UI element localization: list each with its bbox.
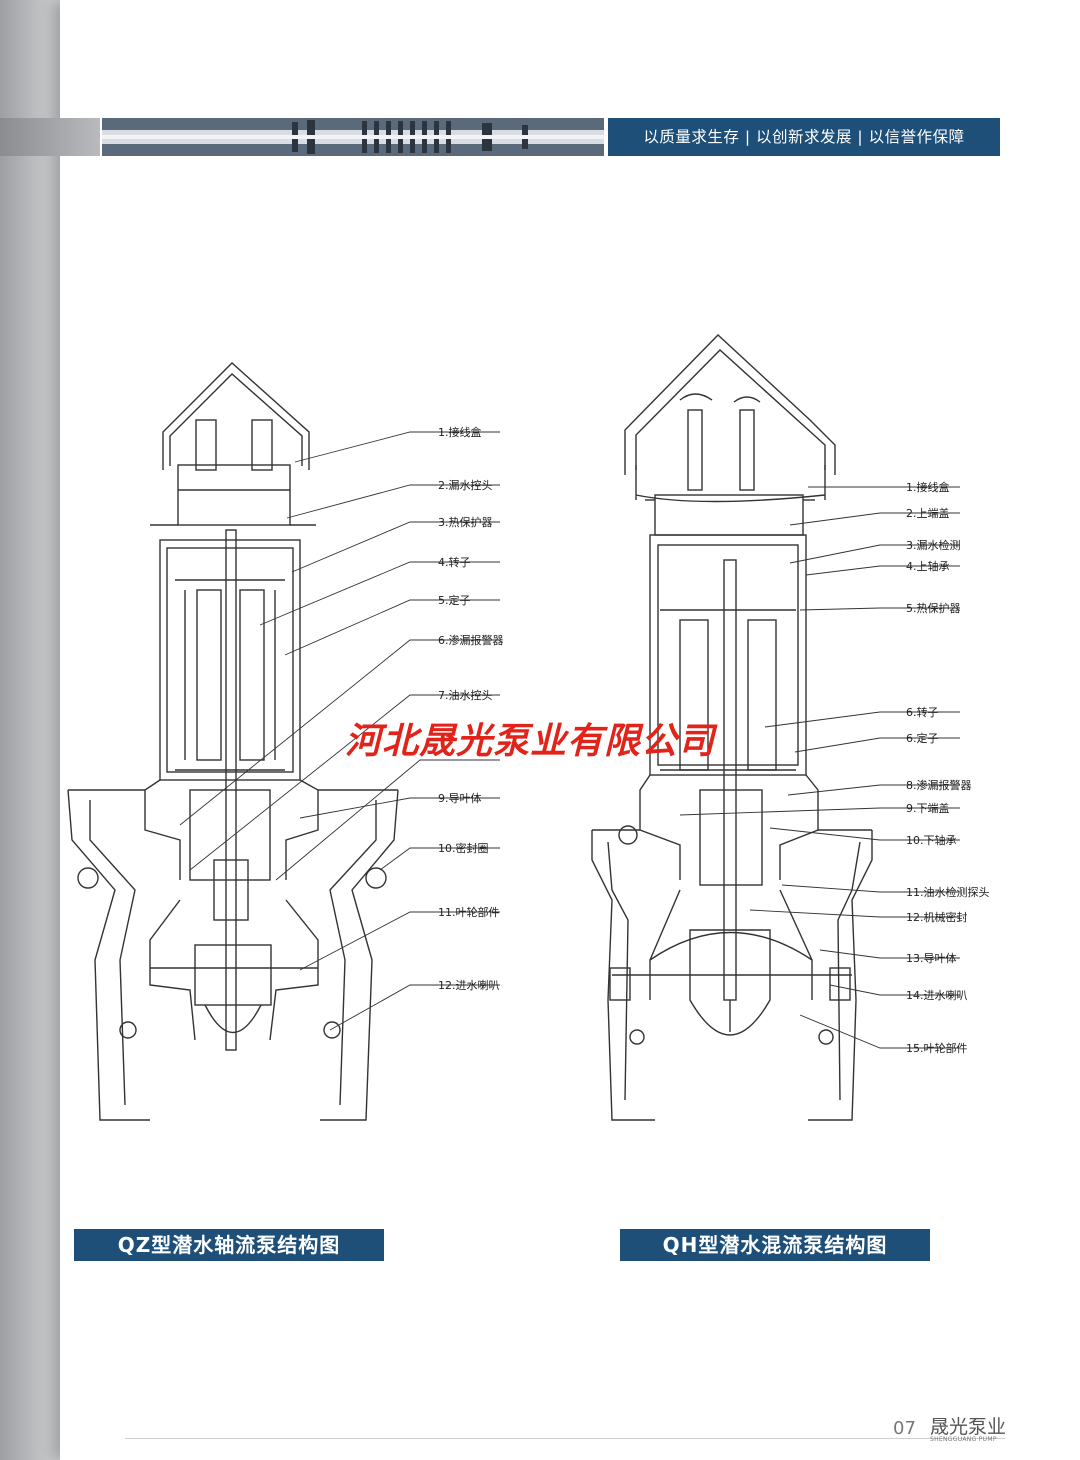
qh-label-13: 13.导叶体 (906, 952, 957, 965)
qz-label-10: 10.密封圈 (438, 842, 489, 855)
qz-label-6: 6.渗漏报警器 (438, 634, 504, 647)
qh-label-5: 5.热保护器 (906, 602, 961, 615)
qh-label-10: 10.下轴承 (906, 834, 957, 847)
page-sheet (60, 0, 1080, 1460)
qh-diagram-title: QH型潜水混流泵结构图 (620, 1229, 930, 1261)
page-number: 07 (893, 1418, 916, 1439)
company-slogan: 以质量求生存 | 以创新求发展 | 以信誉作保障 (608, 118, 1000, 156)
qh-label-14: 14.进水喇叭 (906, 989, 968, 1002)
footer-brand-pinyin: SHENGGUANG PUMP (930, 1436, 997, 1443)
qh-label-12: 12.机械密封 (906, 911, 968, 924)
qz-label-9: 9.导叶体 (438, 792, 482, 805)
footer-divider (125, 1438, 1005, 1439)
qz-leader-lines (179, 431, 500, 1031)
qz-label-4: 4.转子 (438, 556, 471, 569)
qz-label-7: 7.油水控头 (438, 689, 493, 702)
qz-label-12: 12.进水喇叭 (438, 979, 500, 992)
qh-label-6-rotor: 6.转子 (906, 706, 939, 719)
qz-label-2: 2.漏水控头 (438, 479, 493, 492)
qh-label-11: 11.油水检测探头 (906, 886, 990, 899)
qh-label-15: 15.叶轮部件 (906, 1042, 968, 1055)
qh-mixed-pump-drawing (591, 334, 873, 1121)
qh-label-2: 2.上端盖 (906, 507, 950, 520)
qh-label-4: 4.上轴承 (906, 560, 950, 573)
qz-label-5: 5.定子 (438, 594, 471, 607)
qz-diagram-title: QZ型潜水轴流泵结构图 (74, 1229, 384, 1261)
qh-label-1: 1.接线盒 (906, 481, 950, 494)
qz-axial-pump-drawing (67, 362, 399, 1121)
qz-label-1: 1.接线盒 (438, 426, 482, 439)
qz-label-11: 11.叶轮部件 (438, 906, 500, 919)
qz-label-3: 3.热保护器 (438, 516, 493, 529)
banner-bearing-photo (102, 118, 604, 156)
banner-left-bar (0, 118, 100, 156)
company-watermark: 河北晟光泵业有限公司 (345, 721, 716, 762)
qh-label-9: 9.下端盖 (906, 802, 950, 815)
qh-leader-lines (679, 486, 960, 1049)
qh-label-6-stator: 6.定子 (906, 732, 939, 745)
qh-label-8: 8.渗漏报警器 (906, 779, 972, 792)
qh-label-3: 3.漏水检测 (906, 539, 961, 552)
footer-brand: 晟光泵业 (930, 1416, 1007, 1438)
